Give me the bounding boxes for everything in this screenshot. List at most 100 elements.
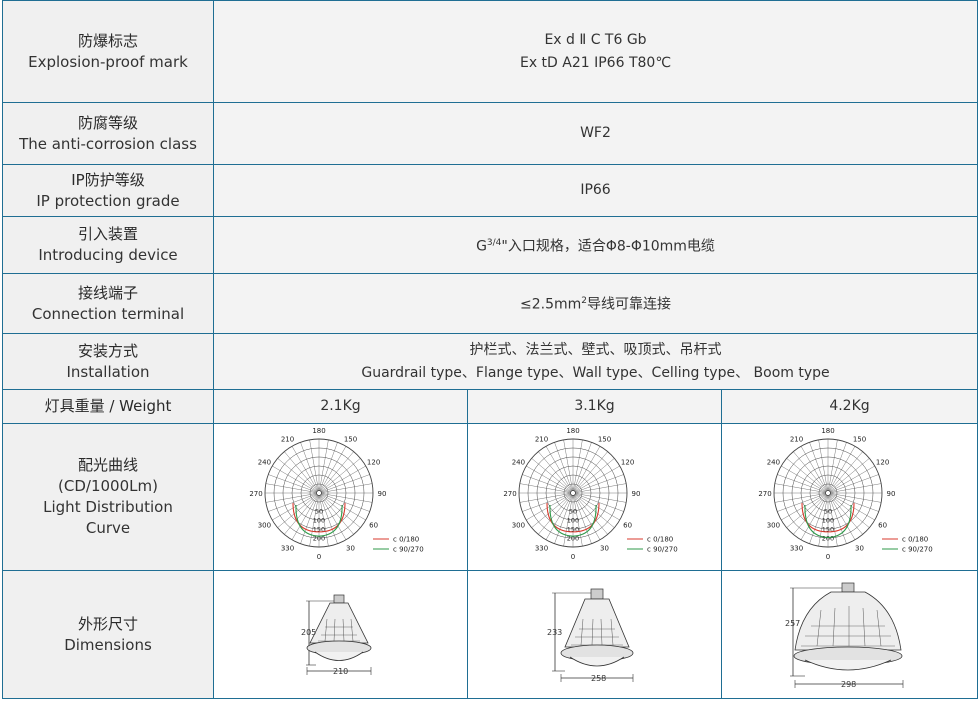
row-dimensions: 外形尺寸 Dimensions	[2, 570, 979, 699]
polar-spoke	[572, 439, 583, 494]
explosion-mark-line-1: Ex d Ⅱ C T6 Gb	[544, 31, 647, 48]
polar-spoke	[572, 492, 583, 547]
weight-value-3: 4.2Kg	[829, 398, 870, 414]
polar-spoke	[827, 451, 863, 494]
polar-spoke	[537, 492, 573, 535]
polar-spoke	[572, 492, 624, 512]
polar-spoke	[827, 492, 847, 544]
polar-spoke	[519, 492, 573, 503]
polar-spoke	[308, 439, 319, 494]
polar-angle-label: 300	[766, 522, 779, 530]
introducing-value-cell: G3/4"入口规格，适合Φ8-Φ10mm电缆	[212, 216, 979, 274]
lamp-drawing-2	[551, 588, 633, 682]
introducing-label-cell: 引入装置 Introducing device	[2, 216, 214, 274]
ip-label-cell: IP防护等级 IP protection grade	[2, 164, 214, 217]
polar-center	[824, 490, 831, 496]
weight-cell-3: 4.2Kg	[720, 389, 979, 424]
polar-radial-label: 200	[566, 535, 578, 543]
polar-spoke	[827, 439, 838, 494]
terminal-label-zh: 接线端子	[77, 283, 138, 302]
polar-spoke	[800, 492, 828, 540]
polar-angle-label: 120	[620, 459, 633, 467]
polar-spoke	[792, 451, 828, 494]
polar-spoke	[267, 492, 319, 512]
introducing-label-en: Introducing device	[38, 246, 178, 264]
polar-center	[315, 490, 322, 496]
polar-spoke	[785, 458, 828, 494]
lamp-dimension-drawing-3: 257 298	[785, 582, 903, 689]
terminal-value: ≤2.5mm2导线可靠连接	[214, 290, 977, 317]
polar-spoke	[572, 492, 592, 544]
polar-spoke	[276, 492, 319, 528]
introducing-value: G3/4"入口规格，适合Φ8-Φ10mm电缆	[214, 232, 977, 259]
polar-spoke	[827, 474, 879, 494]
polar-angle-label: 90	[886, 490, 895, 498]
polar-spoke	[318, 442, 338, 494]
explosion-value-cell: Ex d Ⅱ C T6 Gb Ex tD A21 IP66 T80℃	[212, 0, 979, 103]
polar-angle-label: 150	[343, 435, 356, 443]
polar-spoke	[318, 458, 361, 494]
polar-spoke	[572, 483, 626, 494]
legend-label: c 0/180	[393, 536, 419, 544]
terminal-value-prefix: ≤2.5mm	[520, 296, 582, 313]
polar-spoke	[318, 492, 329, 547]
polar-spoke	[299, 492, 319, 544]
polar-spoke	[792, 492, 828, 535]
polar-angle-label: 240	[511, 459, 524, 467]
polar-spoke	[572, 446, 600, 494]
polar-spoke	[276, 458, 319, 494]
weight-label: 灯具重量 / Weight	[44, 397, 172, 415]
dim-width-label-2: 258	[591, 674, 606, 683]
polar-spoke	[572, 451, 608, 494]
polar-spoke	[572, 492, 626, 503]
row-explosion-proof: 防爆标志 Explosion-proof mark Ex d Ⅱ C T6 Gb…	[2, 0, 979, 103]
polar-radial-label: 50	[568, 508, 576, 516]
corrosion-label-en: The anti-corrosion class	[19, 134, 197, 153]
light-label-zh: 配光曲线	[77, 456, 138, 474]
dim-width-label-1: 210	[333, 667, 348, 676]
polar-spoke	[572, 492, 615, 528]
legend-label: c 90/270	[393, 546, 424, 554]
terminal-label-en: Connection terminal	[31, 304, 185, 323]
polar-angle-label: 270	[249, 490, 262, 498]
polar-angle-label: 30	[855, 545, 864, 553]
polar-spoke	[774, 492, 828, 503]
polar-spoke	[537, 451, 573, 494]
polar-angle-label: 240	[766, 459, 779, 467]
polar-spoke	[800, 446, 828, 494]
installation-value-en: Guardrail type、Flange type、Wall type、Cel…	[361, 364, 830, 381]
polar-spoke	[291, 492, 319, 540]
polar-angle-label: 90	[631, 490, 640, 498]
polar-spoke	[827, 492, 855, 540]
polar-angle-label: 120	[366, 459, 379, 467]
polar-angle-label: 270	[758, 490, 771, 498]
polar-spoke	[318, 465, 366, 494]
polar-diagram-3: 1801501209060300330300270240210501001502…	[758, 427, 932, 561]
polar-angle-label: 330	[534, 545, 547, 553]
polar-spoke	[318, 492, 370, 512]
row-weight: 灯具重量 / Weight 2.1Kg 3.1Kg 4.2Kg	[2, 389, 979, 424]
polar-spoke	[318, 492, 338, 544]
ip-value: IP66	[580, 182, 611, 198]
dimensions-label-en: Dimensions	[64, 635, 152, 654]
introducing-label-zh: 引入装置	[77, 225, 138, 243]
polar-spoke	[530, 492, 573, 528]
polar-spoke	[827, 492, 881, 503]
polar-angle-label: 180	[566, 427, 579, 435]
terminal-value-cell: ≤2.5mm2导线可靠连接	[212, 273, 979, 334]
row-introducing-device: 引入装置 Introducing device G3/4"入口规格，适合Φ8-Φ…	[2, 216, 979, 274]
weight-value-2: 3.1Kg	[574, 398, 615, 414]
row-installation: 安装方式 Installation 护栏式、法兰式、壁式、吸顶式、吊杆式 Gua…	[2, 333, 979, 390]
curve-c90-270	[803, 504, 852, 539]
polar-spoke	[827, 458, 870, 494]
polar-spoke	[318, 492, 346, 540]
terminal-value-sup: 2	[581, 296, 588, 307]
lamp-drawing-1	[305, 594, 371, 675]
curve-c90-270	[548, 504, 597, 537]
weight-value-1: 2.1Kg	[320, 398, 361, 414]
explosion-label-en: Explosion-proof mark	[28, 52, 188, 71]
